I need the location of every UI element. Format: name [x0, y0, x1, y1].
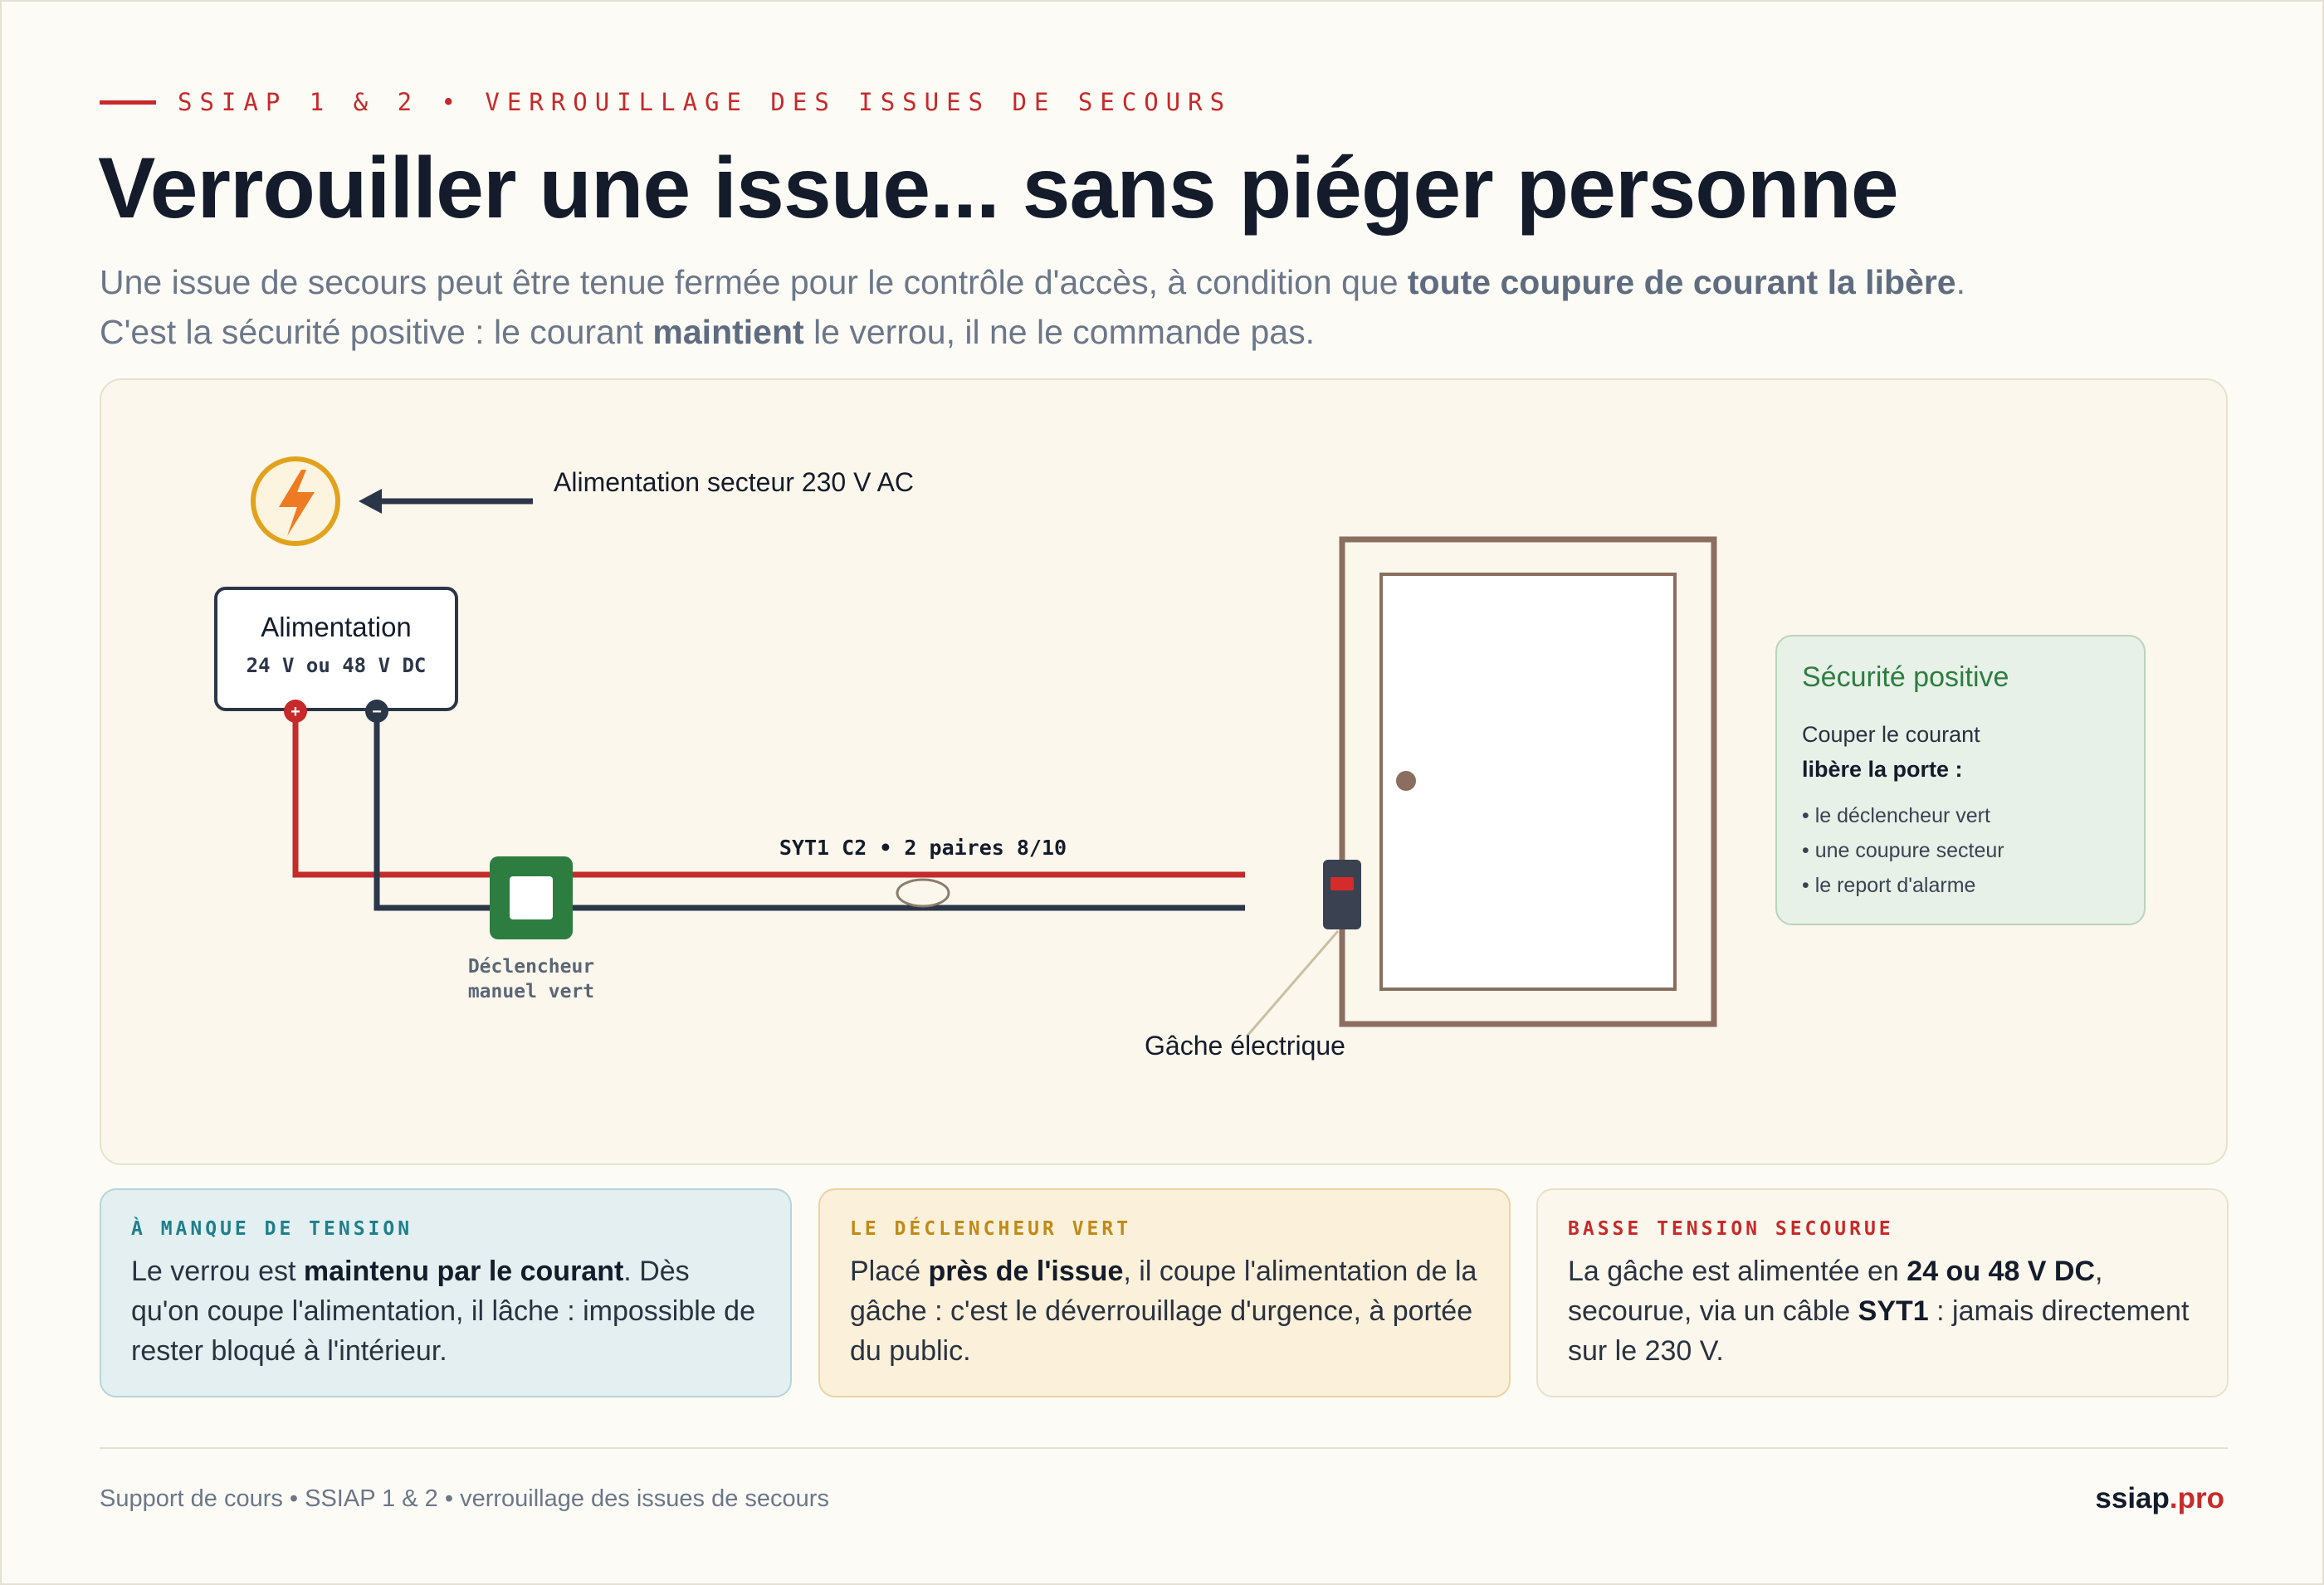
side-card-text: Couper le courant libère la porte : [1802, 717, 2119, 787]
card-label: À MANQUE DE TENSION [131, 1218, 413, 1240]
side-card-title: Sécurité positive [1802, 661, 2009, 693]
power-supply-box: Alimentation 24 V ou 48 V DC [214, 587, 458, 711]
negative-terminal-label: − [372, 703, 382, 721]
side-card-line1: Couper le courant [1802, 722, 1980, 747]
card-text-part: . Dès qu'on coupe l'alimentation, il lâc… [131, 1256, 755, 1367]
door [1339, 536, 1717, 1027]
subtitle-text: Une issue de secours peut être tenue fer… [100, 263, 1408, 301]
side-card-line2: libère la porte : [1802, 757, 1963, 782]
positive-terminal: + [284, 700, 307, 723]
card-label: LE DÉCLENCHEUR VERT [850, 1218, 1132, 1240]
green-manual-trigger [490, 856, 573, 939]
brand-link[interactable]: ssiap.pro [2095, 1482, 2224, 1515]
mains-label: Alimentation secteur 230 V AC [554, 467, 914, 497]
strike-label: Gâche électrique [1145, 1031, 1345, 1061]
power-supply-spec: 24 V ou 48 V DC [247, 654, 427, 677]
subtitle-line1: Une issue de secours peut être tenue fer… [100, 263, 1965, 301]
info-card-manque-tension: À MANQUE DE TENSION Le verrou est mainte… [100, 1188, 792, 1397]
kicker-rule [100, 100, 156, 105]
subtitle-text: . [1955, 263, 1965, 301]
page-title: Verrouiller une issue... sans piéger per… [98, 140, 1899, 237]
card-text-part: Placé [850, 1256, 929, 1287]
card-text-emphasis: 24 ou 48 V DC [1907, 1256, 2096, 1287]
negative-wire [374, 713, 1245, 911]
subtitle-text: C'est la sécurité positive : le courant [100, 313, 653, 351]
card-text-part: Le verrou est [131, 1256, 304, 1287]
strike-leader-line [1245, 930, 1340, 1037]
card-text-part: , il coupe l'alimentation de la gâche : … [850, 1256, 1477, 1367]
info-card-declencheur-vert: LE DÉCLENCHEUR VERT Placé près de l'issu… [818, 1188, 1511, 1397]
card-text: Le verrou est maintenu par le courant. D… [131, 1251, 760, 1371]
positive-terminal-label: + [290, 703, 300, 721]
brand-name: ssiap [2095, 1482, 2170, 1514]
door-leaf [1379, 573, 1677, 991]
list-item: • le report d'alarme [1802, 874, 1976, 897]
card-text: Placé près de l'issue, il coupe l'alimen… [850, 1251, 1479, 1371]
lightning-bolt-icon [251, 456, 340, 546]
card-text-part: : jamais directement sur le 230 V. [1568, 1295, 2190, 1367]
card-text-part: La gâche est alimentée en [1568, 1256, 1907, 1287]
card-text: La gâche est alimentée en 24 ou 48 V DC,… [1568, 1251, 2197, 1371]
power-supply-title: Alimentation [261, 612, 412, 642]
footer-caption: Support de cours • SSIAP 1 & 2 • verroui… [100, 1485, 829, 1512]
negative-terminal: − [365, 700, 388, 723]
mains-arrow [359, 489, 533, 514]
info-card-basse-tension: BASSE TENSION SECOURUE La gâche est alim… [1536, 1188, 2229, 1397]
subtitle-text: le verrou, il ne le commande pas. [803, 313, 1315, 351]
door-handle [1396, 771, 1416, 791]
subtitle-emphasis: maintient [652, 313, 804, 351]
footer-divider [100, 1447, 2228, 1449]
kicker-text: SSIAP 1 & 2 • VERROUILLAGE DES ISSUES DE… [178, 88, 1233, 116]
electric-strike [1323, 860, 1361, 929]
list-item: • une coupure secteur [1802, 839, 2004, 862]
side-card-list: • le déclencheur vert • une coupure sect… [1802, 798, 2119, 903]
list-item: • le déclencheur vert [1802, 804, 1990, 827]
card-text-part: , secourue, via un câble [1568, 1256, 2103, 1327]
wires [292, 713, 1245, 911]
subtitle-emphasis: toute coupure de courant la libère [1407, 263, 1956, 301]
card-text-emphasis: SYT1 [1858, 1295, 1929, 1327]
kicker: SSIAP 1 & 2 • VERROUILLAGE DES ISSUES DE… [100, 88, 1232, 116]
card-text-emphasis: près de l'issue [928, 1256, 1124, 1287]
wiring-diagram: Alimentation secteur 230 V AC Alimentati… [214, 456, 1717, 1061]
positive-safety-card: Sécurité positive Couper le courant libè… [1775, 635, 2146, 925]
cable-label: SYT1 C2 • 2 paires 8/10 [779, 836, 1067, 860]
trigger-label-line1: Déclencheur [468, 956, 594, 978]
card-label: BASSE TENSION SECOURUE [1568, 1218, 1894, 1240]
card-text-emphasis: maintenu par le courant [303, 1256, 624, 1287]
positive-wire [292, 713, 1245, 878]
brand-tld: .pro [2169, 1482, 2224, 1514]
subtitle-line2: C'est la sécurité positive : le courant … [100, 313, 1315, 351]
page-subtitle: Une issue de secours peut être tenue fer… [100, 257, 2258, 357]
trigger-label-line2: manuel vert [468, 981, 594, 1002]
cable-sleeve [896, 878, 950, 908]
